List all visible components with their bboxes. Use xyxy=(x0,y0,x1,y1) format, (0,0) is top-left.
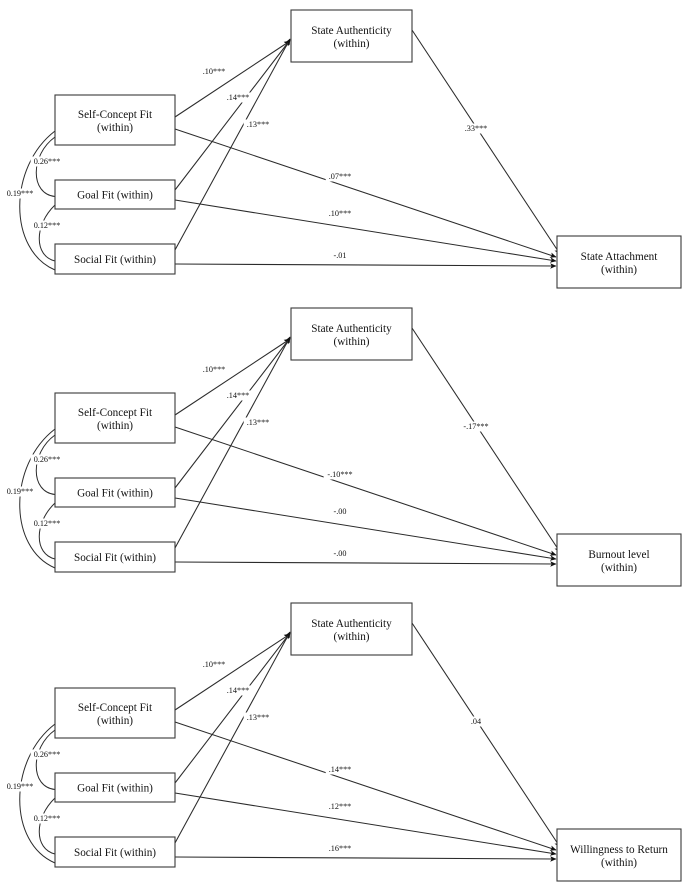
coef-direct-path-2: .10*** xyxy=(329,209,352,218)
path-self-concept-to-authenticity xyxy=(174,633,291,711)
node-social-fit: Social Fit (within) xyxy=(54,541,176,573)
node-state-authenticity: State Authenticity(within) xyxy=(290,602,413,656)
node-social-fit-label: Social Fit (within) xyxy=(74,254,156,266)
node-state-authenticity-label: State Authenticity(within) xyxy=(311,618,392,643)
corr-label-goal-social: 0.12*** xyxy=(34,519,61,528)
coef-predictor-to-authenticity-2: .14*** xyxy=(227,93,250,102)
coef-direct-path-3: .16*** xyxy=(329,844,352,853)
node-outcome-label: State Attachment(within) xyxy=(581,251,659,276)
corr-arc-self-goal xyxy=(35,434,56,495)
coef-predictor-to-authenticity-3: .13*** xyxy=(247,418,270,427)
path-social-fit-to-outcome xyxy=(174,263,557,269)
path-goal-fit-to-outcome xyxy=(174,497,557,561)
panel-3: State Authenticity(within) Self-Concept F… xyxy=(3,602,682,882)
coef-direct-path-1: .14*** xyxy=(329,765,352,774)
path-authenticity-to-outcome xyxy=(411,327,561,553)
node-social-fit: Social Fit (within) xyxy=(54,243,176,275)
corr-label-goal-social: 0.12*** xyxy=(34,221,61,230)
path-social-fit-to-authenticity xyxy=(174,38,291,251)
node-outcome: Willingness to Return(within) xyxy=(556,828,682,882)
corr-label-self-goal: 0.26*** xyxy=(34,455,61,464)
coef-authenticity-to-outcome: .04 xyxy=(471,717,481,726)
coef-direct-path-1: .07*** xyxy=(329,172,352,181)
node-self-concept-fit: Self-Concept Fit(within) xyxy=(54,687,176,739)
corr-arc-self-goal xyxy=(35,136,56,197)
panel-2: State Authenticity(within) Self-Concept F… xyxy=(3,307,682,587)
node-self-concept-fit-label: Self-Concept Fit(within) xyxy=(78,109,153,134)
node-state-authenticity-label: State Authenticity(within) xyxy=(311,323,392,348)
node-self-concept-fit-label: Self-Concept Fit(within) xyxy=(78,407,153,432)
coef-predictor-to-authenticity-1: .10*** xyxy=(203,660,226,669)
corr-arc-goal-social xyxy=(38,797,56,855)
node-self-concept-fit-label: Self-Concept Fit(within) xyxy=(78,702,153,727)
coef-authenticity-to-outcome: .33*** xyxy=(465,124,488,133)
coef-predictor-to-authenticity-3: .13*** xyxy=(247,120,270,129)
coef-direct-path-2: .12*** xyxy=(329,802,352,811)
node-outcome: State Attachment(within) xyxy=(556,235,682,289)
coef-predictor-to-authenticity-2: .14*** xyxy=(227,686,250,695)
corr-label-goal-social: 0.12*** xyxy=(34,814,61,823)
node-goal-fit-label: Goal Fit (within) xyxy=(77,190,153,202)
node-social-fit: Social Fit (within) xyxy=(54,836,176,868)
coef-predictor-to-authenticity-3: .13*** xyxy=(247,713,270,722)
path-goal-fit-to-authenticity xyxy=(174,337,291,489)
path-self-concept-to-outcome xyxy=(174,721,557,851)
node-goal-fit: Goal Fit (within) xyxy=(54,772,176,803)
corr-label-self-goal: 0.26*** xyxy=(34,750,61,759)
node-state-authenticity: State Authenticity(within) xyxy=(290,9,413,63)
path-social-fit-to-outcome xyxy=(174,856,557,862)
node-goal-fit: Goal Fit (within) xyxy=(54,179,176,210)
coef-predictor-to-authenticity-2: .14*** xyxy=(227,391,250,400)
path-social-fit-to-authenticity xyxy=(174,631,291,844)
node-outcome-label: Willingness to Return(within) xyxy=(570,844,668,869)
corr-arc-self-goal xyxy=(35,729,56,790)
path-self-concept-to-authenticity xyxy=(174,338,291,416)
node-social-fit-label: Social Fit (within) xyxy=(74,847,156,859)
path-goal-fit-to-authenticity xyxy=(174,632,291,784)
corr-arc-goal-social xyxy=(38,204,56,262)
corr-arc-self-social xyxy=(19,428,56,569)
path-authenticity-to-outcome xyxy=(411,622,561,848)
coef-direct-path-3: -.01 xyxy=(334,251,347,260)
node-state-authenticity-label: State Authenticity(within) xyxy=(311,25,392,50)
node-goal-fit-label: Goal Fit (within) xyxy=(77,783,153,795)
node-outcome: Burnout level(within) xyxy=(556,533,682,587)
path-social-fit-to-authenticity xyxy=(174,336,291,549)
path-self-concept-to-outcome xyxy=(174,426,557,556)
corr-arc-self-social xyxy=(19,130,56,271)
coef-predictor-to-authenticity-1: .10*** xyxy=(203,67,226,76)
node-self-concept-fit: Self-Concept Fit(within) xyxy=(54,94,176,146)
corr-label-self-goal: 0.26*** xyxy=(34,157,61,166)
corr-label-self-social: 0.19*** xyxy=(7,189,34,198)
path-goal-fit-to-outcome xyxy=(174,792,557,856)
node-self-concept-fit: Self-Concept Fit(within) xyxy=(54,392,176,444)
panel-1: State Authenticity(within) Self-Concept F… xyxy=(3,9,682,289)
node-state-authenticity: State Authenticity(within) xyxy=(290,307,413,361)
corr-label-self-social: 0.19*** xyxy=(7,782,34,791)
coef-direct-path-1: -.10*** xyxy=(327,470,352,479)
node-goal-fit-label: Goal Fit (within) xyxy=(77,488,153,500)
path-goal-fit-to-authenticity xyxy=(174,39,291,191)
coef-direct-path-3: -.00 xyxy=(334,549,347,558)
path-authenticity-to-outcome xyxy=(411,29,561,255)
path-self-concept-to-outcome xyxy=(174,128,557,258)
corr-arc-self-social xyxy=(19,723,56,864)
node-goal-fit: Goal Fit (within) xyxy=(54,477,176,508)
path-social-fit-to-outcome xyxy=(174,561,557,567)
coef-authenticity-to-outcome: -.17*** xyxy=(463,422,488,431)
corr-label-self-social: 0.19*** xyxy=(7,487,34,496)
node-outcome-label: Burnout level(within) xyxy=(588,549,649,574)
coef-direct-path-2: -.00 xyxy=(334,507,347,516)
corr-arc-goal-social xyxy=(38,502,56,560)
path-self-concept-to-authenticity xyxy=(174,40,291,118)
path-goal-fit-to-outcome xyxy=(174,199,557,263)
node-social-fit-label: Social Fit (within) xyxy=(74,552,156,564)
coef-predictor-to-authenticity-1: .10*** xyxy=(203,365,226,374)
